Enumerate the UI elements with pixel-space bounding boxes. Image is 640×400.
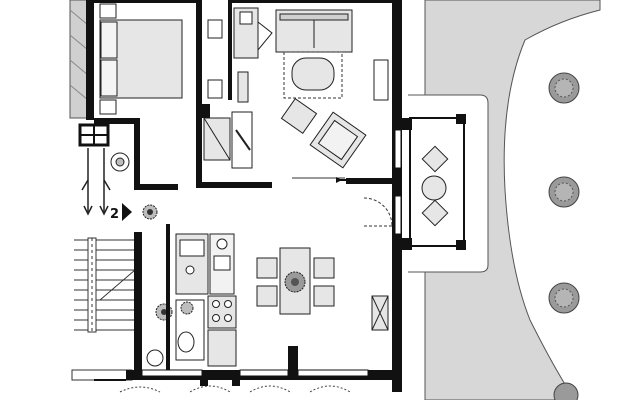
balcony-chair (421, 199, 449, 227)
wall (94, 0, 196, 3)
facade-hatch (69, 0, 89, 119)
armchair (280, 98, 318, 134)
pillow (100, 21, 118, 59)
tree-icon (548, 72, 580, 104)
wardrobe (207, 79, 223, 99)
entrance-arrow-icon (81, 148, 111, 216)
balcony-chair (421, 145, 449, 173)
balcony-table (421, 175, 447, 201)
stove (207, 295, 237, 329)
plant-icon (284, 271, 306, 293)
unit-number: 2 (110, 207, 119, 222)
windows (141, 129, 402, 377)
dining-set (256, 247, 335, 315)
wardrobe (207, 19, 223, 39)
sink (179, 239, 205, 257)
window-grid (78, 123, 110, 147)
lounge-chair (309, 111, 367, 169)
door-swing-icon (363, 197, 393, 227)
chair (313, 257, 335, 279)
chair (256, 257, 278, 279)
wall (232, 0, 392, 3)
chair (256, 285, 278, 307)
stair-arrow-icon (122, 203, 132, 221)
tree-icon (548, 176, 580, 208)
chair (313, 285, 335, 307)
plant-icon (180, 301, 194, 315)
plant-icon (110, 152, 130, 172)
living-room (233, 7, 389, 169)
counter-lower (207, 329, 237, 367)
basin (146, 349, 164, 367)
nightstand (99, 99, 117, 115)
tv-screen (257, 20, 273, 52)
coffee-table (291, 57, 335, 91)
plant-icon (142, 204, 158, 220)
bathroom (203, 71, 253, 169)
tree-icon (553, 382, 579, 400)
rug (283, 51, 343, 99)
trees (548, 72, 580, 400)
bedroom (99, 3, 223, 115)
vanity (237, 71, 249, 103)
kitchen (146, 233, 237, 367)
tv-box (239, 11, 253, 25)
exterior-planter (119, 385, 351, 393)
tree-icon (548, 282, 580, 314)
nightstand (99, 3, 117, 19)
staircase (71, 237, 136, 381)
side-cabinet (373, 59, 389, 101)
balcony (409, 117, 465, 247)
pillow (100, 59, 118, 97)
toilet (177, 331, 195, 353)
